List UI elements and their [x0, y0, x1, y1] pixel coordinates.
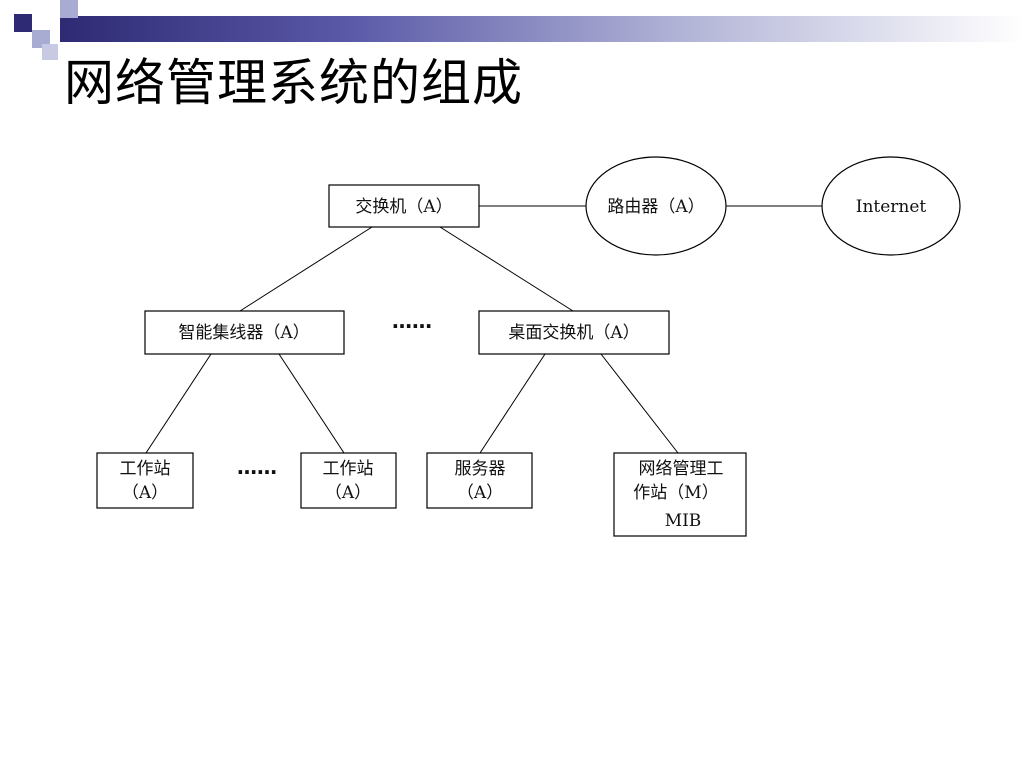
node-switch-a: 交换机（A）: [328, 184, 480, 228]
page-title: 网络管理系统的组成: [64, 54, 523, 112]
node-label-line2: 作站（M）: [633, 483, 718, 503]
node-box: [300, 452, 397, 509]
node-internet: Internet: [821, 156, 961, 256]
node-label-mib: MIB: [665, 511, 702, 531]
node-server: 服务器 （A）: [426, 452, 533, 509]
header-gradient-band: [60, 16, 1024, 42]
node-desktop-switch-a: 桌面交换机（A）: [478, 310, 670, 355]
node-label: 交换机（A）: [355, 197, 452, 217]
node-label-line2: （A）: [457, 483, 503, 503]
node-ellipse: [821, 156, 961, 256]
node-workstation-1: 工作站 （A）: [96, 452, 194, 509]
link-desktop-switch-server: [479, 353, 546, 454]
node-workstation-2: 工作站 （A）: [300, 452, 397, 509]
link-desktop-switch-nms: [600, 353, 679, 454]
link-switch-desktop-switch: [439, 226, 574, 312]
decorative-square-light: [32, 30, 50, 48]
node-label-line2: （A）: [122, 483, 168, 503]
node-label-line1: 服务器: [455, 459, 506, 479]
node-label-line1: 工作站: [120, 459, 171, 479]
node-label: 桌面交换机（A）: [508, 323, 639, 343]
node-box: [96, 452, 194, 509]
connection-lines: [145, 205, 822, 454]
node-box: [478, 310, 670, 355]
node-ellipse: [585, 156, 727, 256]
node-network-management-station: 网络管理工 作站（M） MIB: [613, 452, 747, 537]
decorative-square-dark: [14, 14, 32, 32]
node-label-line2: （A）: [325, 483, 371, 503]
link-switch-hub: [239, 226, 373, 312]
node-smart-hub-a: 智能集线器（A）: [144, 310, 345, 355]
node-router-a: 路由器（A）: [585, 156, 727, 256]
ellipsis-more-workstations: ……: [237, 455, 277, 479]
node-label: Internet: [856, 197, 927, 217]
node-label-line1: 网络管理工: [639, 459, 724, 479]
node-label: 路由器（A）: [607, 197, 704, 217]
decorative-square-light: [42, 44, 58, 60]
decorative-square-light: [60, 0, 78, 18]
node-box: [426, 452, 533, 509]
link-hub-workstation2: [278, 353, 345, 454]
ellipsis-more-devices: ……: [392, 309, 432, 333]
node-label: 智能集线器（A）: [178, 323, 309, 343]
node-box: [613, 452, 747, 537]
node-box: [328, 184, 480, 228]
link-hub-workstation1: [145, 353, 212, 454]
node-box: [144, 310, 345, 355]
node-label-line1: 工作站: [323, 459, 374, 479]
